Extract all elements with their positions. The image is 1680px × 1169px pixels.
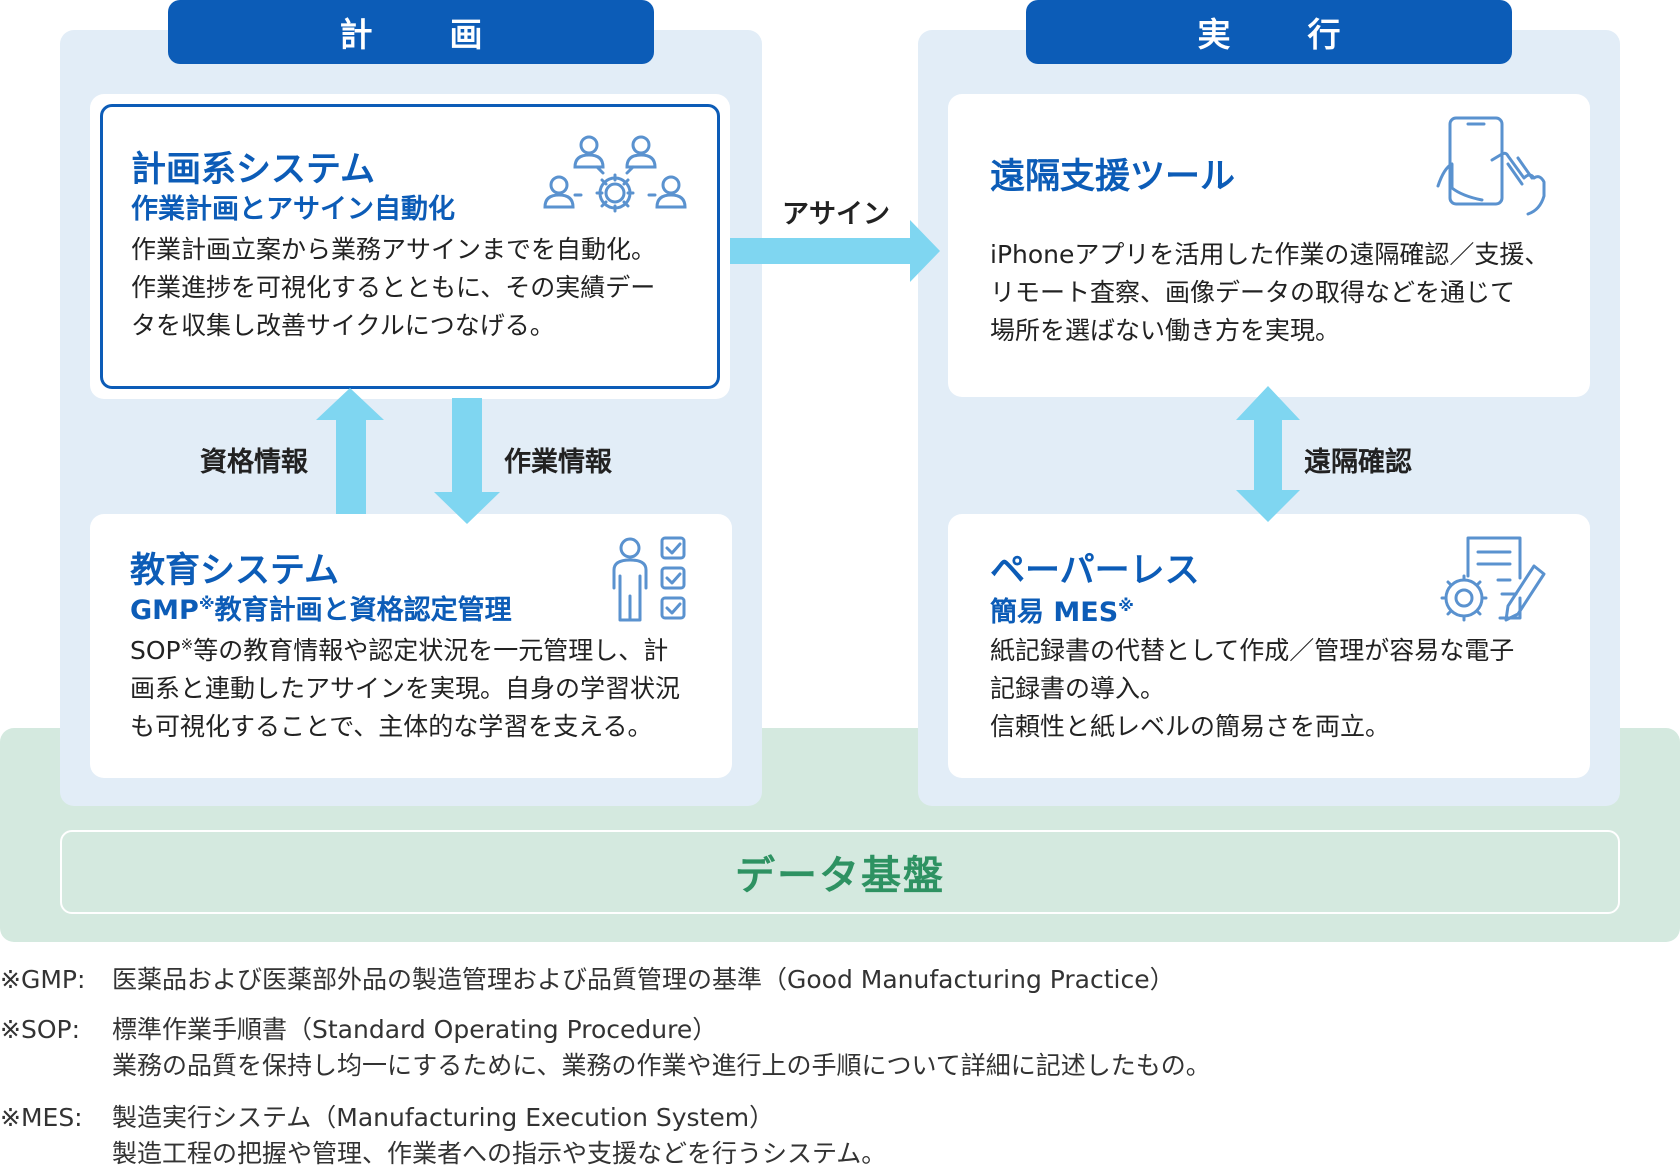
plan-system-title: 計画系システム: [131, 150, 375, 190]
qualification-up-arrow: [316, 388, 384, 514]
note-gmp: ※GMP:医薬品および医薬部外品の製造管理および品質管理の基準（Good Man…: [0, 965, 1175, 994]
data-foundation-label: データ基盤: [735, 853, 945, 899]
note-sop: ※SOP:標準作業手順書（Standard Operating Procedur…: [0, 1015, 718, 1044]
work-info-down-arrow: [434, 398, 500, 524]
data-foundation-box: データ基盤: [60, 830, 1620, 914]
qualification-arrow-label: 資格情報: [200, 447, 308, 478]
plan-system-subtitle: 作業計画とアサイン自動化: [131, 194, 455, 225]
execute-tab: 実 行: [1026, 0, 1512, 64]
plan-system-card: 計画系システム 作業計画とアサイン自動化 作業計画立案から業務アサインまでを自動…: [90, 94, 730, 399]
plan-tab: 計 画: [168, 0, 654, 64]
note-mes-detail: 製造工程の把握や管理、作業者への指示や支援などを行うシステム。: [112, 1139, 887, 1168]
assign-arrow-label: アサイン: [782, 199, 890, 230]
note-sop-detail: 業務の品質を保持し均一にするために、業務の作業や進行上の手順について詳細に記述し…: [112, 1051, 1211, 1080]
education-system-subtitle: GMP※教育計画と資格認定管理: [130, 594, 512, 626]
remote-tool-title: 遠隔支援ツール: [990, 157, 1236, 197]
smartphone-hand-icon: [1436, 116, 1546, 216]
assign-arrow: [730, 220, 940, 282]
note-mes: ※MES:製造実行システム（Manufacturing Execution Sy…: [0, 1103, 775, 1132]
paperless-title: ペーパーレス: [990, 551, 1200, 591]
document-gear-pen-icon: [1440, 536, 1546, 622]
education-system-body: SOP※等の教育情報や認定状況を一元管理し、計 画系と連動したアサインを実現。自…: [130, 635, 681, 741]
plan-system-body: 作業計画立案から業務アサインまでを自動化。 作業進捗を可視化するとともに、その実…: [131, 235, 657, 340]
remote-tool-card: 遠隔支援ツール iPhoneアプリを活用した作業の遠隔確認／支援、 リモート査察…: [948, 94, 1590, 397]
paperless-subtitle: 簡易 MES※: [990, 596, 1134, 628]
paperless-card: ペーパーレス 簡易 MES※ 紙記録書の代替として作成／管理が容易な電子 記録書…: [948, 514, 1590, 778]
paperless-body: 紙記録書の代替として作成／管理が容易な電子 記録書の導入。 信頼性と紙レベルの簡…: [990, 636, 1515, 741]
remote-confirm-arrow-label: 遠隔確認: [1304, 447, 1412, 478]
education-system-card: 教育システム GMP※教育計画と資格認定管理 SOP※等の教育情報や認定状況を一…: [90, 514, 732, 778]
work-info-arrow-label: 作業情報: [504, 447, 612, 478]
remote-tool-body: iPhoneアプリを活用した作業の遠隔確認／支援、 リモート査察、画像データの取…: [990, 240, 1550, 345]
person-checklist-icon: [612, 536, 686, 622]
remote-confirm-double-arrow: [1236, 386, 1300, 522]
education-system-title: 教育システム: [130, 551, 339, 591]
people-gear-icon: [543, 135, 687, 213]
